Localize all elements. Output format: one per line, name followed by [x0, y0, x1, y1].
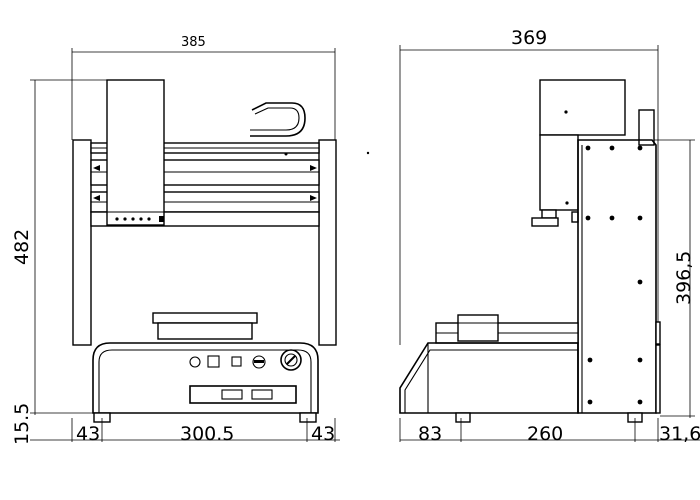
front-worktable — [152, 312, 258, 340]
z-head — [106, 79, 165, 226]
front-base-height-label: 15.5 — [11, 403, 33, 445]
side-width-dimension: 369 — [399, 27, 659, 345]
side-base-span-label: 260 — [527, 423, 563, 445]
side-view: 369 396,5 — [399, 27, 700, 445]
side-cable-tower — [638, 109, 655, 146]
side-width-label: 369 — [511, 27, 547, 49]
side-worktable — [435, 314, 661, 345]
key-switch-icon — [280, 349, 302, 371]
side-height-dimension: 396,5 — [588, 139, 695, 418]
side-column — [577, 139, 657, 414]
front-height-dimension: 482 15.5 — [11, 79, 110, 445]
square-button-icon — [207, 355, 220, 368]
indicator-lamp-icon — [252, 355, 266, 369]
front-center-span-label: 300.5 — [180, 423, 234, 445]
side-right-offset-label: 31,6 — [659, 423, 700, 445]
front-width-dimension: 385 — [71, 35, 336, 140]
front-height-label: 482 — [11, 229, 33, 265]
front-view: 385 482 15.5 — [11, 35, 370, 445]
side-base — [399, 342, 661, 423]
side-height-label: 396,5 — [673, 251, 695, 305]
front-width-label: 385 — [181, 35, 206, 50]
connector-panel — [189, 385, 297, 404]
side-z-head — [531, 79, 626, 227]
serial-port-icon — [221, 389, 243, 400]
emergency-stop-button-icon — [189, 356, 201, 368]
side-left-offset-label: 83 — [418, 423, 442, 445]
front-control-base — [92, 342, 319, 423]
cable-hook — [250, 102, 306, 137]
side-bottom-dimensions: 83 260 31,6 — [399, 418, 700, 445]
front-bottom-dimensions: 43 300.5 43 — [30, 418, 340, 445]
small-switch-icon — [231, 356, 242, 367]
serial-port-icon-2 — [251, 389, 273, 400]
front-left-foot-label: 43 — [76, 423, 100, 445]
front-right-foot-label: 43 — [311, 423, 335, 445]
